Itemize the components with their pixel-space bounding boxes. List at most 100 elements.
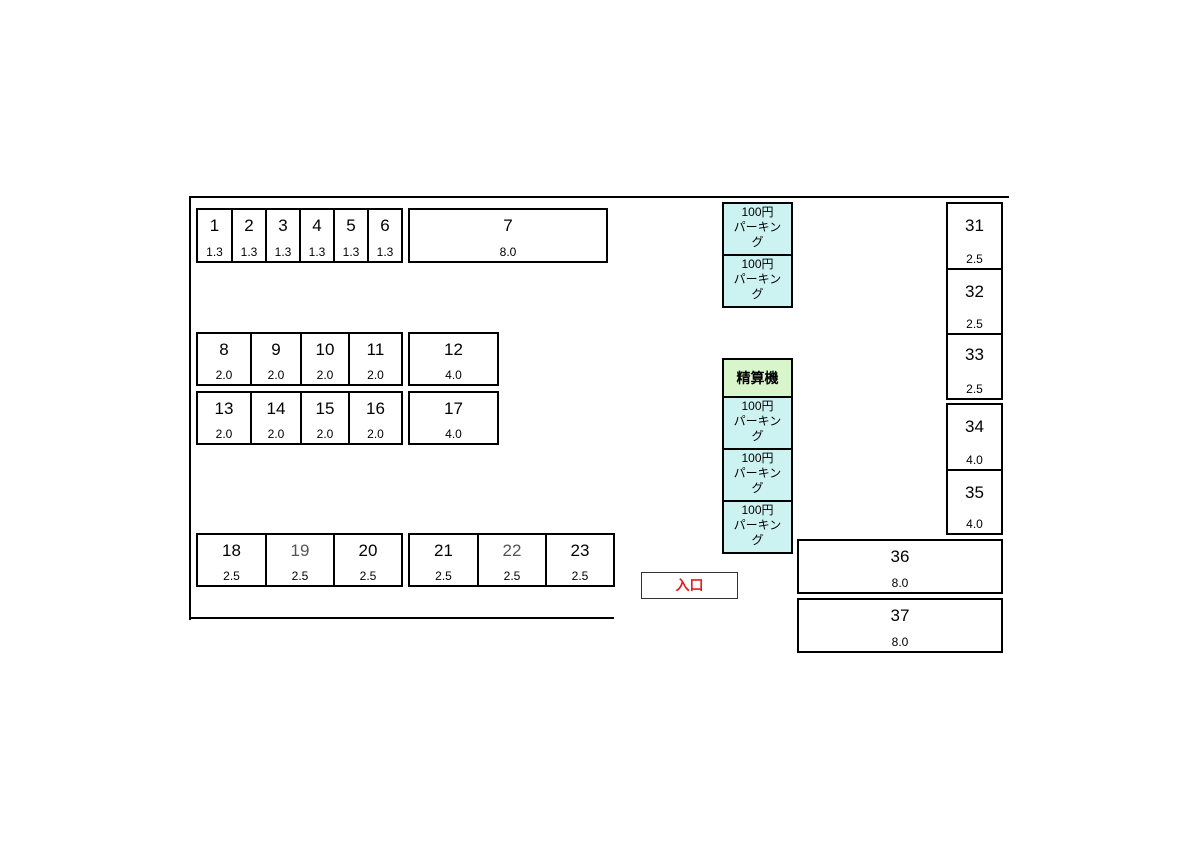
stall-12[interactable]: 12 4.0 — [408, 332, 499, 386]
stall-number: 33 — [965, 345, 984, 364]
stall-size: 2.5 — [966, 317, 983, 331]
wall-top — [189, 196, 1009, 198]
stall-number: 1 — [209, 216, 220, 235]
parking100-line: グ — [751, 429, 764, 443]
stall-size: 1.3 — [376, 245, 394, 259]
stall-number: 15 — [315, 399, 335, 418]
stall-37[interactable]: 37 8.0 — [797, 598, 1003, 653]
stall-size: 2.0 — [316, 368, 334, 382]
stall-number: 36 — [890, 547, 910, 566]
stall-17[interactable]: 17 4.0 — [408, 391, 499, 445]
entrance-label: 入口 — [641, 572, 738, 599]
stall-number: 10 — [315, 340, 335, 359]
parking100-space[interactable]: 100円 パーキン グ — [724, 256, 791, 306]
stall-size: 2.0 — [215, 368, 233, 382]
stall-number: 7 — [503, 216, 513, 235]
stall-size: 2.0 — [367, 427, 384, 441]
stall-size: 4.0 — [966, 453, 983, 467]
pay-machine[interactable]: 精算機 — [724, 360, 791, 398]
stall-number: 35 — [965, 483, 984, 502]
stall-size: 4.0 — [445, 427, 462, 441]
wall-bottom — [189, 617, 614, 619]
stall-number: 12 — [444, 340, 463, 359]
parking100-line: パーキン — [733, 414, 782, 428]
stall-size: 8.0 — [891, 635, 909, 649]
stall-size: 2.5 — [223, 569, 240, 583]
parking100-space[interactable]: 100円 パーキン グ — [724, 450, 791, 502]
stall-size: 2.5 — [291, 569, 309, 583]
parking100-line: 100円 — [741, 451, 774, 465]
stall-7[interactable]: 7 8.0 — [408, 208, 608, 263]
stall-number: 5 — [346, 216, 356, 235]
parking100-space[interactable]: 100円 パーキン グ — [724, 204, 791, 256]
stall-size: 2.5 — [435, 569, 452, 583]
parking100-line: パーキン — [733, 272, 782, 286]
stall-number: 32 — [965, 282, 984, 301]
stall-number: 8 — [219, 340, 229, 359]
parking100-line: パーキン — [733, 220, 782, 234]
stall-number: 14 — [266, 399, 286, 418]
stall-number: 22 — [502, 541, 522, 560]
stall-size: 2.0 — [367, 368, 384, 382]
parking100-block-upper: 100円 パーキン グ 100円 パーキン グ — [722, 202, 793, 308]
stall-size: 1.3 — [342, 245, 360, 259]
wall-left — [189, 196, 191, 620]
stall-number: 9 — [271, 340, 281, 359]
stall-size: 2.0 — [267, 368, 285, 382]
stall-size: 2.5 — [966, 382, 983, 396]
stall-36[interactable]: 36 8.0 — [797, 539, 1003, 594]
stall-size: 2.5 — [966, 252, 983, 266]
stall-number: 21 — [434, 541, 453, 560]
parking100-line: パーキン — [733, 518, 782, 532]
stall-size: 8.0 — [891, 576, 909, 590]
stall-number: 3 — [278, 216, 288, 235]
stall-size: 2.0 — [316, 427, 334, 441]
parking100-space[interactable]: 100円 パーキン グ — [724, 398, 791, 450]
parking100-space[interactable]: 100円 パーキン グ — [724, 502, 791, 552]
stall-size: 1.3 — [308, 245, 326, 259]
stall-size: 4.0 — [445, 368, 462, 382]
stall-size: 2.5 — [571, 569, 589, 583]
stall-number: 23 — [570, 541, 590, 560]
parking100-line: グ — [751, 481, 764, 495]
stall-number: 2 — [244, 216, 254, 235]
stall-number: 20 — [358, 541, 378, 560]
parking100-line: 100円 — [741, 257, 774, 271]
stall-size: 2.5 — [359, 569, 377, 583]
parking100-line: グ — [751, 287, 764, 301]
stall-number: 6 — [380, 216, 390, 235]
parking100-line: 100円 — [741, 399, 774, 413]
stall-size: 4.0 — [966, 517, 983, 531]
